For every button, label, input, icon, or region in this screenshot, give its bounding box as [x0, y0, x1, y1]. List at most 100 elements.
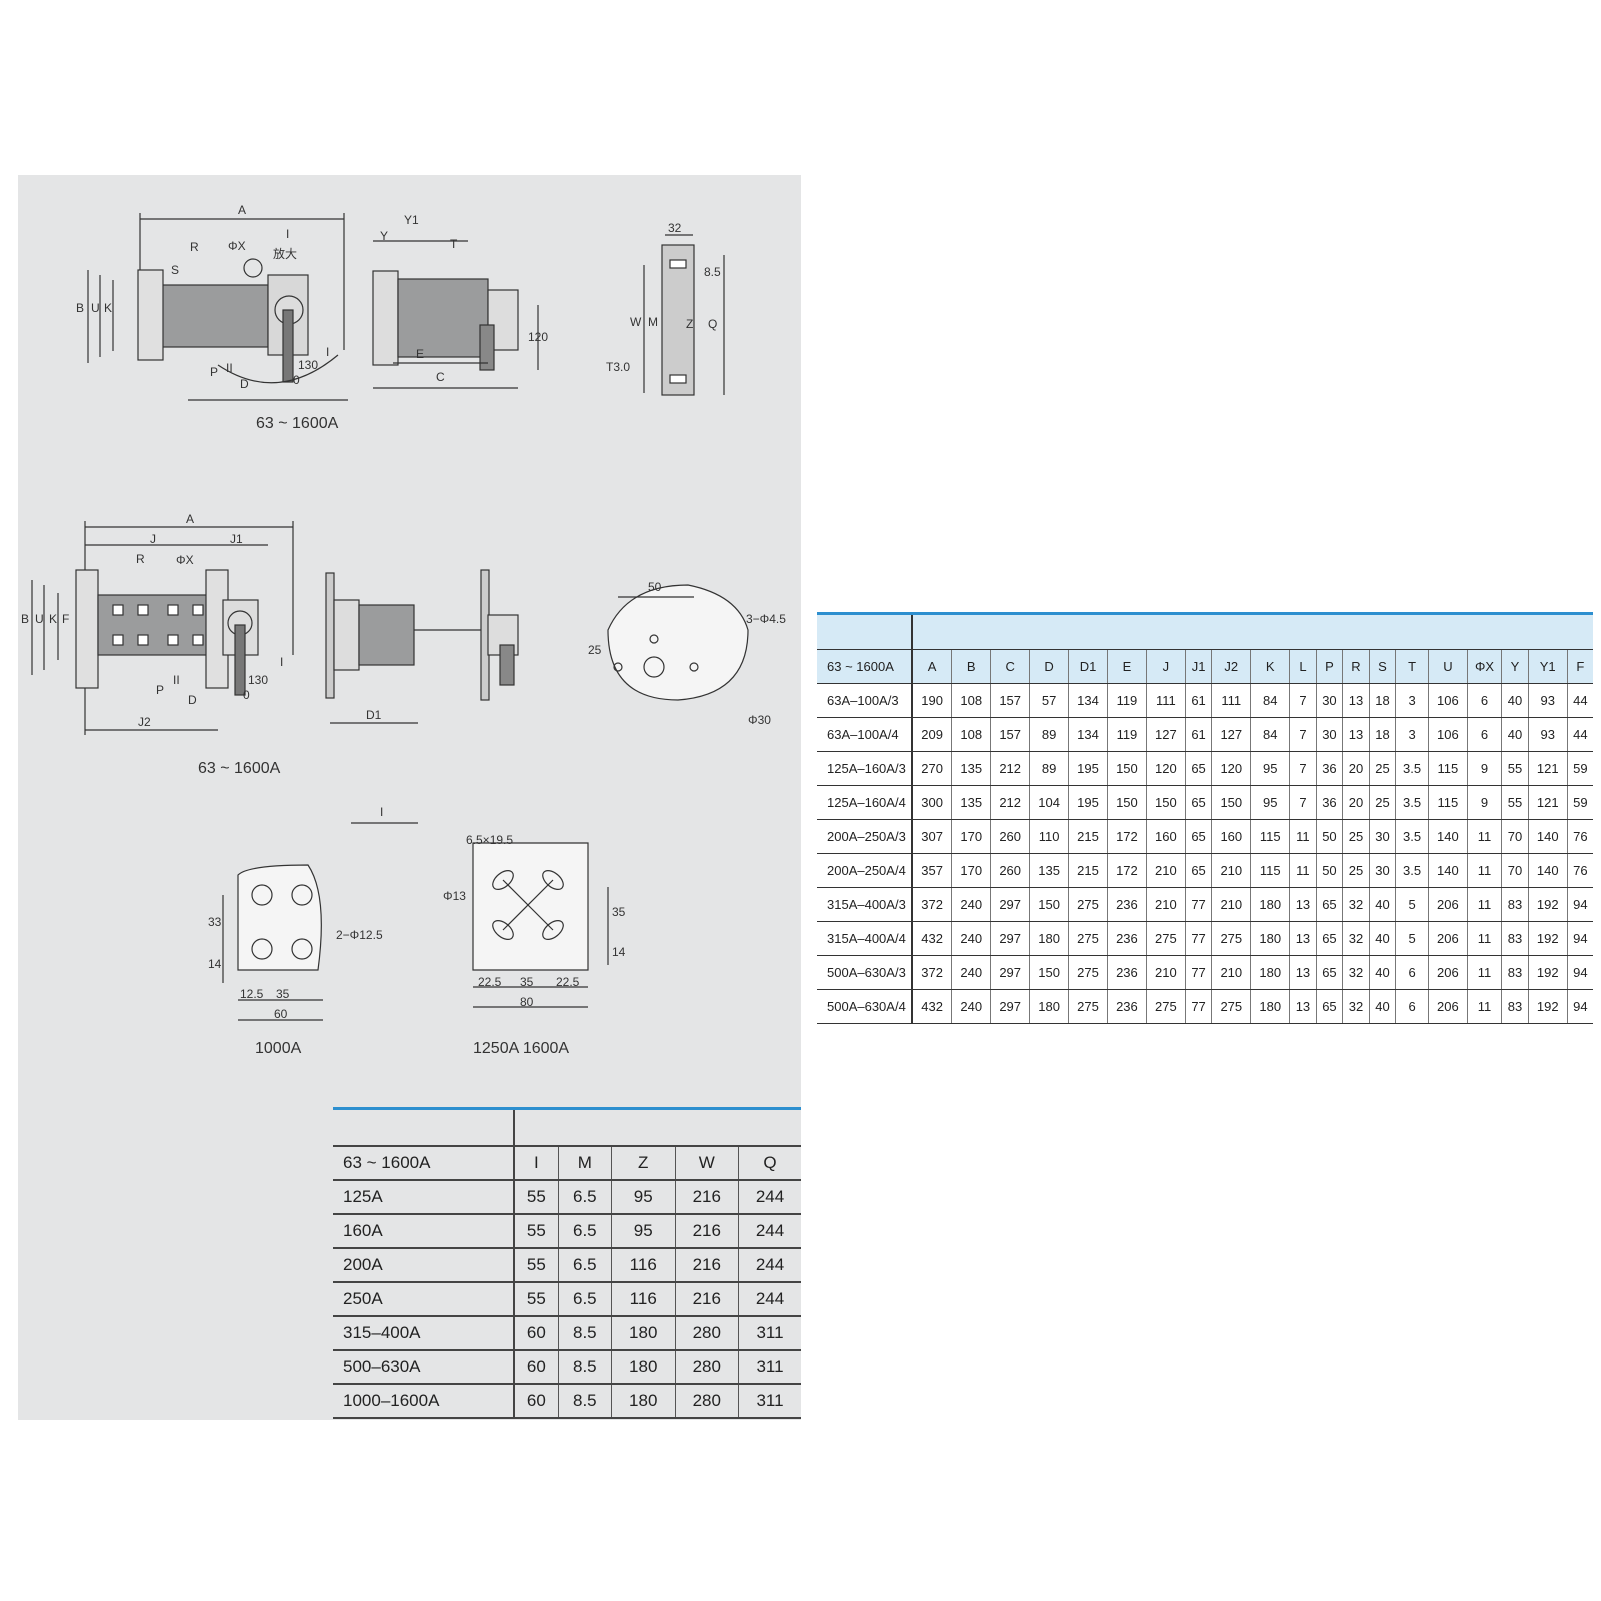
column-header: F — [1567, 649, 1593, 684]
column-header: E — [1107, 649, 1147, 684]
table-cell: 65 — [1185, 785, 1213, 820]
table-cell: 311 — [738, 1350, 801, 1385]
table-cell: 106 — [1428, 683, 1468, 718]
table-cell: 3.5 — [1395, 853, 1429, 888]
table-cell: 65 — [1316, 989, 1344, 1024]
table-cell: 180 — [611, 1350, 676, 1385]
table-cell: 25 — [1369, 751, 1397, 786]
table-cell: 77 — [1185, 921, 1213, 956]
dim-label: Y1 — [404, 213, 419, 227]
table-cell: 40 — [1369, 887, 1397, 922]
dim-label: E — [416, 347, 425, 361]
table-cell: 5 — [1395, 887, 1429, 922]
dim-label: I — [326, 345, 330, 359]
dim-label: D — [188, 693, 197, 707]
table-cell: 236 — [1107, 887, 1147, 922]
column-header: I — [514, 1146, 559, 1181]
column-header: J2 — [1211, 649, 1252, 684]
row-model: 125A — [333, 1180, 515, 1215]
column-header: Y1 — [1528, 649, 1568, 684]
table-cell: 150 — [1107, 751, 1147, 786]
table-cell: 3.5 — [1395, 785, 1429, 820]
table-cell: 140 — [1428, 819, 1468, 854]
table-cell: 9 — [1467, 751, 1503, 786]
table-cell: 180 — [1250, 921, 1291, 956]
row-model: 315A–400A/3 — [817, 887, 913, 922]
table-cell: 11 — [1289, 819, 1317, 854]
table-cell: 127 — [1211, 717, 1252, 752]
table-cell: 300 — [912, 785, 953, 820]
dim-label: 60 — [274, 1007, 288, 1021]
table-cell: 36 — [1316, 785, 1344, 820]
table-cell: 6 — [1467, 683, 1503, 718]
table-cell: 30 — [1316, 683, 1344, 718]
table-cell: 160 — [1146, 819, 1186, 854]
table-cell: 134 — [1068, 683, 1108, 718]
table-cell: 95 — [1250, 785, 1291, 820]
table-cell: 32 — [1342, 921, 1370, 956]
table-cell: 55 — [1501, 785, 1529, 820]
dim-label: 22.5 — [478, 975, 502, 989]
table-cell: 236 — [1107, 955, 1147, 990]
table-cell: 127 — [1146, 717, 1186, 752]
table-cell: 280 — [675, 1384, 740, 1419]
dim-label: A — [238, 203, 247, 217]
table-cell: 260 — [990, 853, 1031, 888]
dim-label: 8.5 — [704, 265, 721, 279]
row-model: 200A–250A/3 — [817, 819, 913, 854]
dim-label: B — [76, 301, 85, 315]
table-cell: 240 — [951, 989, 992, 1024]
table-cell: 150 — [1107, 785, 1147, 820]
table-cell: 13 — [1289, 921, 1317, 956]
table-cell: 20 — [1342, 785, 1370, 820]
row-model: 63A–100A/3 — [817, 683, 913, 718]
table-cell: 180 — [1250, 989, 1291, 1024]
row-model: 160A — [333, 1214, 515, 1249]
column-header: P — [1316, 649, 1344, 684]
table-cell: 6.5 — [558, 1248, 612, 1283]
dim-label: 6.5×19.5 — [466, 833, 514, 847]
dim-label: M — [648, 315, 658, 329]
table-cell: 55 — [514, 1214, 559, 1249]
dim-label: D1 — [366, 708, 382, 722]
table-cell: 206 — [1428, 887, 1468, 922]
table-cell: 94 — [1567, 989, 1593, 1024]
table-cell: 210 — [1146, 955, 1186, 990]
table-cell: 7 — [1289, 717, 1317, 752]
row-model: 250A — [333, 1282, 515, 1317]
dim-label: 35 — [276, 987, 290, 1001]
dim-label: F — [62, 612, 70, 626]
table-cell: 115 — [1428, 751, 1468, 786]
column-header: Y — [1501, 649, 1529, 684]
table-cell: 76 — [1567, 853, 1593, 888]
table-cell: 160 — [1211, 819, 1252, 854]
table-cell: 6 — [1395, 989, 1429, 1024]
table-cell: 212 — [990, 785, 1031, 820]
dim-label: Y — [380, 229, 389, 243]
table-cell: 32 — [1342, 887, 1370, 922]
dim-label: K — [104, 301, 113, 315]
table-cell: 275 — [1211, 989, 1252, 1024]
dim-label: 2−Φ12.5 — [336, 928, 383, 942]
table-cell: 150 — [1146, 785, 1186, 820]
table-cell: 195 — [1068, 785, 1108, 820]
table-cell: 180 — [1029, 989, 1070, 1024]
table-cell: 65 — [1185, 853, 1213, 888]
table-cell: 55 — [1501, 751, 1529, 786]
table-cell: 61 — [1185, 683, 1213, 718]
table-cell: 94 — [1567, 921, 1593, 956]
table-cell: 297 — [990, 921, 1031, 956]
dim-label: 130 — [248, 673, 269, 687]
dim-label: 0 — [293, 373, 300, 387]
table-cell: 84 — [1250, 683, 1291, 718]
column-header: J1 — [1185, 649, 1213, 684]
table-cell: 180 — [611, 1316, 676, 1351]
table-cell: 89 — [1029, 717, 1070, 752]
table-cell: 215 — [1068, 853, 1108, 888]
table-cell: 13 — [1289, 887, 1317, 922]
